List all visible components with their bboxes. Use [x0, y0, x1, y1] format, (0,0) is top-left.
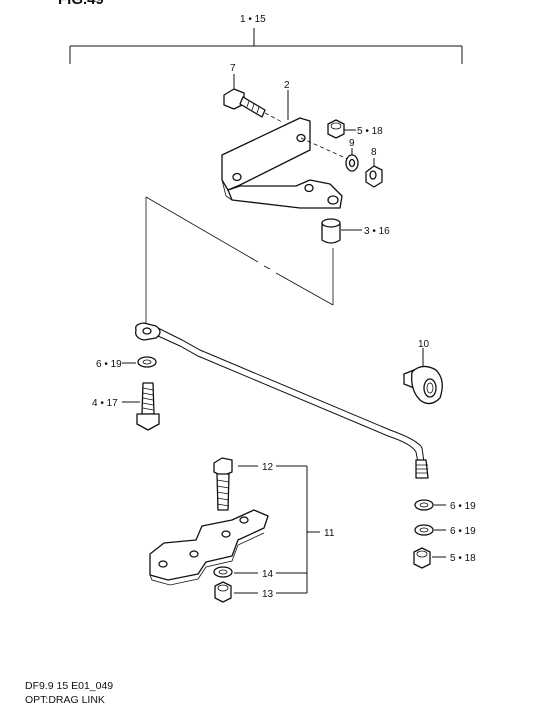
phantom-lines — [145, 196, 334, 323]
callout-2: 2 — [284, 80, 290, 91]
callout-8: 8 — [371, 147, 377, 158]
bolt-12 — [213, 457, 258, 511]
callout-5-18-top: 5 • 18 — [357, 126, 383, 137]
callout-6-19-left: 6 • 19 — [96, 359, 122, 370]
callout-14: 14 — [262, 569, 274, 580]
callout-5-18-bottom: 5 • 18 — [450, 553, 476, 564]
nut-8 — [365, 158, 383, 188]
callout-12: 12 — [262, 462, 274, 473]
assembly-bracket-11 — [276, 465, 320, 594]
footer-title: OPT:DRAG LINK — [25, 694, 105, 706]
callout-13: 13 — [262, 589, 274, 600]
nut-5-bottom — [413, 547, 446, 569]
drag-link-rod — [135, 322, 429, 479]
callout-11: 11 — [324, 528, 335, 539]
callout-10: 10 — [418, 339, 430, 350]
washer-6-right-1 — [414, 499, 446, 511]
bolt-4 — [122, 382, 160, 431]
figure-label: FIG.49 — [58, 0, 104, 8]
callout-4-17: 4 • 17 — [92, 398, 118, 409]
nut-5-top — [327, 119, 356, 139]
washer-14 — [213, 566, 258, 578]
washer-9 — [345, 148, 359, 172]
washer-6-left — [122, 356, 157, 368]
bushing-3 — [321, 218, 362, 244]
callout-1-15: 1 • 15 — [240, 14, 266, 25]
washer-6-right-2 — [414, 524, 446, 536]
bolt-7 — [223, 74, 266, 118]
callout-6-19-right-1: 6 • 19 — [450, 501, 476, 512]
callout-7: 7 — [230, 63, 236, 74]
callout-3-16: 3 • 16 — [364, 226, 390, 237]
assembly-bracket — [69, 28, 463, 64]
callout-9: 9 — [349, 138, 355, 149]
plate — [149, 509, 269, 586]
footer-code: DF9.9 15 E01_049 — [25, 680, 113, 692]
nut-13 — [214, 581, 258, 603]
bracket-2 — [221, 90, 343, 209]
ball-joint-10 — [403, 348, 443, 405]
callout-6-19-right-2: 6 • 19 — [450, 526, 476, 537]
